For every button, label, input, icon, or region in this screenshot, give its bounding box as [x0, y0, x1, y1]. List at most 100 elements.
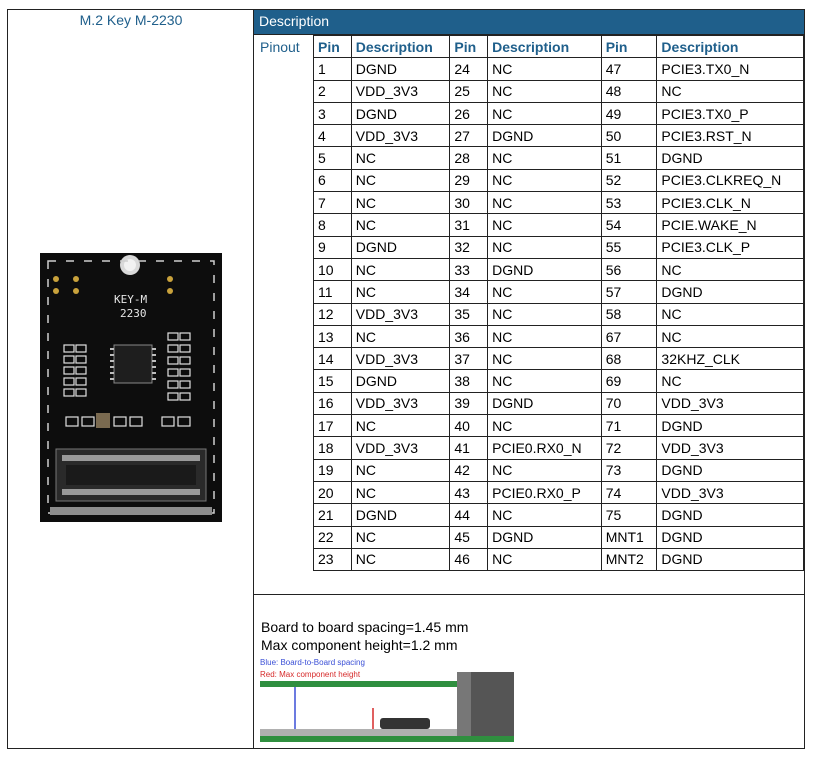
- pin-description: NC: [487, 213, 602, 237]
- pin-number: 38: [449, 369, 489, 393]
- pin-number: 45: [449, 525, 489, 549]
- pin-description: NC: [350, 280, 451, 304]
- pin-description: NC: [487, 191, 602, 215]
- pin-number: 52: [600, 168, 658, 193]
- pin-description: DGND: [656, 503, 804, 527]
- pin-description: VDD_3V3: [656, 480, 804, 505]
- pin-number: 1: [313, 57, 352, 81]
- right-column: Description Pinout Pin Description Pin D…: [254, 10, 804, 748]
- pin-number: 31: [449, 213, 489, 237]
- board-photo: KEY-M 2230: [40, 253, 222, 522]
- pin-description: NC: [487, 101, 602, 126]
- pin-description: NC: [656, 257, 804, 282]
- pin-number: 46: [449, 547, 489, 572]
- pin-number: 40: [449, 414, 489, 438]
- pin-description: PCIE3.TX0_N: [656, 57, 804, 81]
- pin-description: NC: [350, 257, 451, 282]
- pin-description: NC: [487, 503, 602, 527]
- pin-description: DGND: [350, 235, 451, 259]
- pin-description: NC: [350, 146, 451, 170]
- pin-description: NC: [487, 57, 602, 81]
- pinout-table-header: Pin Description Pin Description Pin Desc…: [313, 34, 804, 59]
- pin-number: 41: [449, 436, 489, 460]
- pin-number: 27: [449, 124, 489, 148]
- spacing-diagram: Blue: Board-to-Board spacing Red: Max co…: [260, 658, 514, 744]
- pin-description: VDD_3V3: [350, 79, 451, 103]
- pin-number: 50: [600, 124, 658, 148]
- pin-description: DGND: [487, 391, 602, 416]
- pin-number: 72: [600, 436, 658, 460]
- pin-number: 24: [449, 57, 489, 81]
- pin-number: 44: [449, 503, 489, 527]
- pin-number: 23: [313, 547, 352, 572]
- pin-number: 42: [449, 458, 489, 482]
- board-spacing-line: Board to board spacing=1.45 mm: [261, 619, 469, 635]
- pin-description: PCIE3.CLK_N: [656, 191, 804, 215]
- pinout-table: Pin Description Pin Description Pin Desc…: [313, 34, 804, 572]
- pin-number: 73: [600, 458, 658, 482]
- pin-description: NC: [487, 414, 602, 438]
- pin-description: DGND: [350, 57, 451, 81]
- pin-number: 68: [600, 347, 658, 371]
- pin-number: 8: [313, 213, 352, 237]
- column-header-pin: Pin: [313, 34, 352, 59]
- pin-number: 39: [449, 391, 489, 416]
- pin-number: 28: [449, 146, 489, 170]
- pin-number: 2: [313, 79, 352, 103]
- pin-description: VDD_3V3: [350, 347, 451, 371]
- pin-description: PCIE0.RX0_N: [487, 436, 602, 460]
- pin-number: 57: [600, 280, 658, 304]
- pin-description: NC: [487, 324, 602, 349]
- pin-number: 6: [313, 168, 352, 193]
- board-label: KEY-M: [114, 293, 147, 306]
- pin-number: 7: [313, 191, 352, 215]
- pin-description: NC: [350, 191, 451, 215]
- pin-number: 10: [313, 257, 352, 282]
- pin-description: NC: [350, 168, 451, 193]
- pinout-label: Pinout: [260, 39, 300, 55]
- component-height-line: Max component height=1.2 mm: [261, 637, 458, 653]
- pin-description: NC: [487, 302, 602, 326]
- pin-number: 75: [600, 503, 658, 527]
- board-label-size: 2230: [120, 307, 147, 320]
- pin-number: 12: [313, 302, 352, 326]
- pin-number: 47: [600, 57, 658, 81]
- pin-description: DGND: [487, 525, 602, 549]
- pin-number: MNT1: [600, 525, 658, 549]
- pin-number: 18: [313, 436, 352, 460]
- pin-description: NC: [656, 79, 804, 103]
- description-header-title: Description: [259, 13, 330, 29]
- pin-description: NC: [487, 347, 602, 371]
- pin-description: PCIE3.CLKREQ_N: [656, 168, 804, 193]
- pin-description: PCIE3.CLK_P: [656, 235, 804, 259]
- pin-description: DGND: [350, 369, 451, 393]
- pin-description: NC: [487, 79, 602, 103]
- pin-number: 15: [313, 369, 352, 393]
- pin-number: 67: [600, 324, 658, 349]
- pin-description: PCIE3.RST_N: [656, 124, 804, 148]
- pin-number: 11: [313, 280, 352, 304]
- pin-description: PCIE3.TX0_P: [656, 101, 804, 126]
- pin-number: 33: [449, 257, 489, 282]
